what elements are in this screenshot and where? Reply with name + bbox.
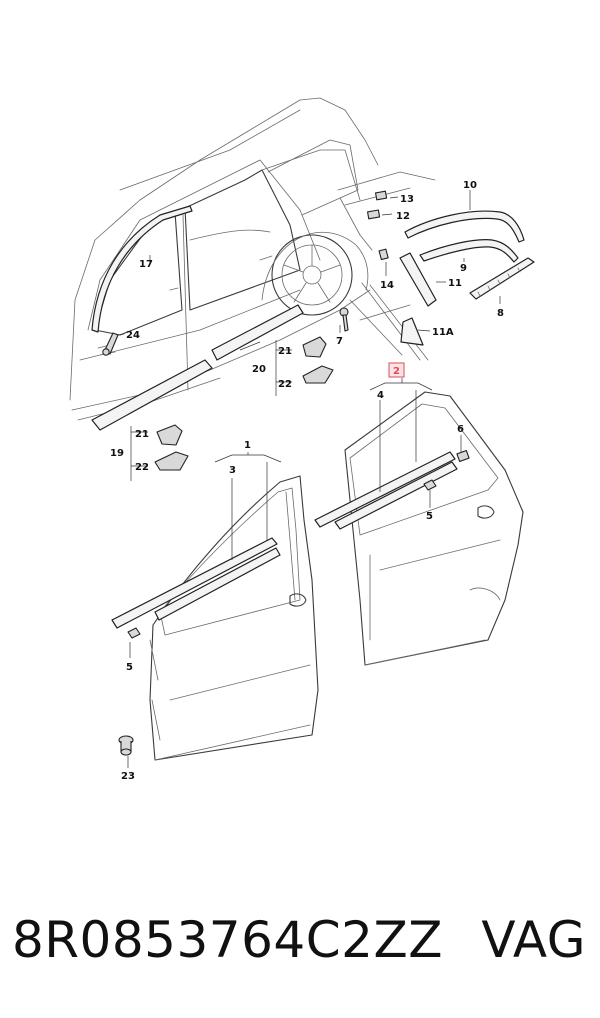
- callout-14: 14: [380, 280, 394, 291]
- part-4-rear-trim-outer: [314, 451, 456, 528]
- callout-5-front: 5: [126, 662, 133, 673]
- callout-3: 3: [229, 465, 236, 476]
- callout-13: 13: [400, 194, 414, 205]
- leader-lines: [127, 190, 501, 768]
- callout-8: 8: [497, 308, 504, 319]
- part-20-sill-molding: [211, 304, 304, 361]
- callout-6: 6: [457, 424, 464, 435]
- callout-4: 4: [377, 390, 384, 401]
- part-24-clip: [102, 332, 125, 356]
- part-5-clip-front: [127, 627, 141, 639]
- rear-door: [344, 391, 524, 666]
- callout-22-upper: 22: [278, 379, 292, 390]
- callout-20: 20: [252, 364, 266, 375]
- part-3-front-trim-outer: [111, 537, 278, 629]
- part-13-clip: [375, 190, 388, 201]
- callout-2-highlight: [388, 362, 405, 378]
- callout-21-upper: 21: [278, 346, 292, 357]
- callout-2: 2: [393, 366, 400, 377]
- callout-17: 17: [139, 259, 153, 270]
- part-9-trim: [419, 239, 519, 263]
- part-number: 8R0853764C2ZZ: [12, 911, 443, 969]
- footer-bar: 8R0853764C2ZZ VAG: [0, 900, 600, 980]
- part-7-bolt: [339, 307, 349, 332]
- parts-diagram: 1 2 3 4 5 5 6 7 8 9 10 11 11A 12 13 14 1…: [69, 97, 535, 782]
- part-11-pillar-trim: [399, 252, 437, 307]
- clip-group-upper: [275, 336, 334, 396]
- part-8-seal: [469, 257, 535, 300]
- callout-11: 11: [448, 278, 462, 289]
- callout-5-rear: 5: [426, 511, 433, 522]
- front-door: [149, 475, 319, 761]
- callout-9: 9: [460, 263, 467, 274]
- part-3-front-trim-inner: [154, 547, 281, 621]
- part-4-rear-trim-inner: [334, 461, 458, 530]
- part-12-clip: [367, 209, 381, 220]
- part-10-trim: [404, 210, 525, 243]
- part-6-clip: [456, 449, 470, 463]
- callout-11A: 11A: [432, 327, 454, 338]
- callout-7: 7: [336, 336, 343, 347]
- callout-24: 24: [126, 330, 140, 341]
- callout-22-lower: 22: [135, 462, 149, 473]
- vehicle-outline: [69, 97, 379, 421]
- callout-10: 10: [463, 180, 477, 191]
- part-19-sill-molding: [91, 359, 213, 431]
- part-11A-triangle: [400, 317, 424, 346]
- callout-19: 19: [110, 448, 124, 459]
- callout-21-lower: 21: [135, 429, 149, 440]
- part-5-clip-rear: [423, 479, 437, 491]
- part-23-plug: [118, 735, 134, 756]
- part-17-window-trim: [91, 205, 193, 333]
- callout-1: 1: [244, 440, 251, 451]
- callout-12: 12: [396, 211, 410, 222]
- callout-23: 23: [121, 771, 135, 782]
- callout-labels: 1 2 3 4 5 5 6 7 8 9 10 11 11A 12 13 14 1…: [110, 180, 504, 782]
- rear-quarter-outline: [337, 171, 436, 361]
- part-14-clip: [378, 248, 389, 261]
- brand-label: VAG: [481, 911, 586, 969]
- clip-group-lower: [130, 424, 189, 481]
